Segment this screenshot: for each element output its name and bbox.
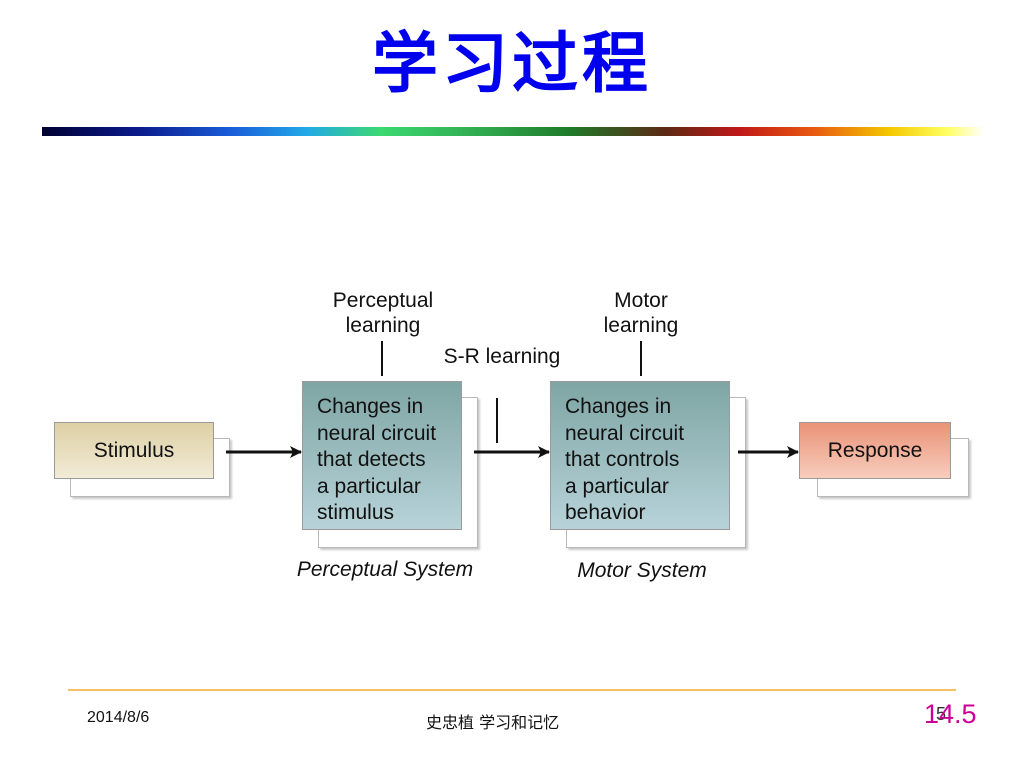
footer-author-topic: 史忠植 学习和记忆 (426, 713, 560, 732)
motor-box-line: Changes in (565, 395, 672, 418)
perceptual-learning-label: Perceptual learning (318, 288, 448, 338)
motor-learning-label: Motor learning (586, 288, 696, 338)
motor-learning-line: learning (603, 314, 679, 337)
perceptual-box-line: neural circuit (317, 421, 437, 445)
stimulus-box: Stimulus (54, 422, 214, 479)
stimulus-label: Stimulus (93, 438, 175, 462)
sr-learning-label: S-R learning (443, 345, 561, 368)
page-number: 5 (936, 704, 947, 724)
response-label: Response (827, 438, 923, 462)
perceptual-box-line: a particular (317, 474, 421, 498)
motor-system-label: Motor System (577, 559, 707, 582)
perceptual-learning-line: learning (345, 314, 421, 337)
footer-divider (68, 689, 956, 691)
footer-date: 2014/8/6 (87, 709, 150, 726)
perceptual-system-label: Perceptual System (296, 558, 474, 581)
perceptual-learning-line: Perceptual (332, 289, 434, 312)
figure-number: 14.5 (924, 699, 977, 729)
motor-box-line: neural circuit (565, 421, 685, 445)
perceptual-box-line: stimulus (317, 501, 395, 524)
title-gradient-bar (42, 127, 984, 136)
motor-box-line: behavior (565, 501, 646, 524)
slide-title: 学习过程 (372, 24, 652, 102)
motor-box-line: a particular (565, 474, 669, 498)
perceptual-box-line: that detects (317, 448, 426, 471)
motor-circuit-box: Changes in neural circuit that controls … (550, 381, 730, 530)
motor-learning-line: Motor (614, 289, 668, 312)
perceptual-circuit-box: Changes in neural circuit that detects a… (302, 381, 462, 530)
perceptual-box-line: Changes in (317, 395, 424, 418)
response-box: Response (799, 422, 951, 479)
motor-box-line: that controls (565, 448, 680, 471)
